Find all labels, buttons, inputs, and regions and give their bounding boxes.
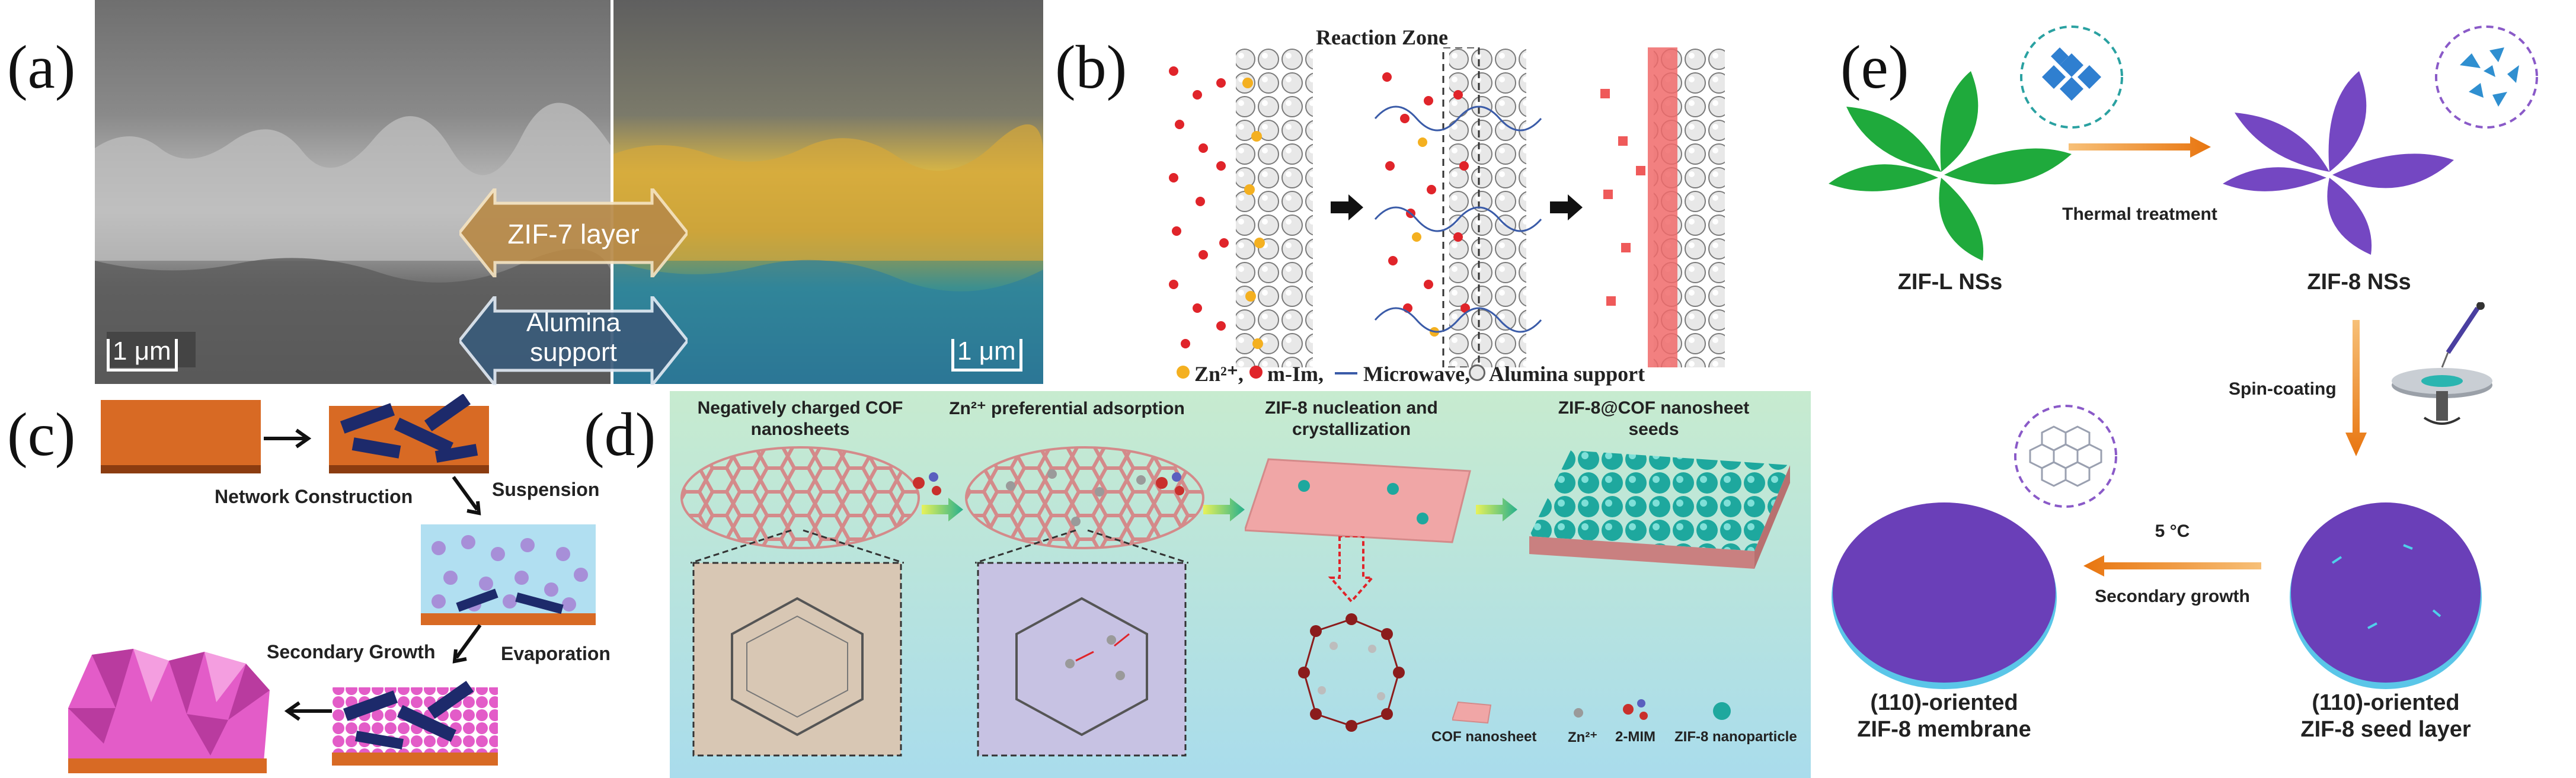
eds-map-right: [613, 0, 1043, 384]
evaporation-label: Evaporation: [501, 643, 611, 664]
zif7-layer-label: ZIF-7 layer: [507, 219, 640, 249]
d-arrow-2: [1203, 498, 1245, 521]
d-arrow-3: [1476, 498, 1517, 521]
membrane-disc: [1832, 502, 2057, 689]
arrow-b2: [1550, 194, 1583, 220]
microwave-legend-text: Microwave,: [1363, 362, 1471, 386]
zn-legend-dot: [1177, 366, 1190, 379]
spin-coater-icon: [2392, 302, 2492, 425]
c-arrow-4: [284, 701, 332, 721]
d-legend-mim-text: 2-MIM: [1615, 729, 1655, 745]
arrow-b1: [1331, 194, 1363, 220]
temp-label: 5 °C: [2155, 521, 2190, 541]
stage-2: [1374, 47, 1542, 367]
d-zif8-cof-seeds: [1529, 450, 1790, 569]
reaction-schematic: [1169, 47, 1725, 367]
d-legend-zif8-text: ZIF-8 nanoparticle: [1674, 729, 1797, 745]
d-legend-zn-text: Zn²⁺: [1568, 729, 1597, 745]
membrane-label-1: (110)-oriented: [1870, 690, 2018, 715]
zif8-zoom-circle: [2435, 25, 2538, 129]
panel-b-label: (b): [1055, 33, 1127, 101]
scalebar-left-text: 1 μm: [113, 337, 171, 366]
c-arrow-1: [264, 428, 312, 449]
scalebar-right-text: 1 μm: [957, 337, 1016, 366]
c-substrate-2: [329, 394, 489, 473]
membrane-zoom-circle: [2014, 405, 2117, 508]
seed-layer-disc: [2290, 502, 2482, 689]
zifl-leaves: [1829, 71, 2072, 261]
seed-label-1: (110)-oriented: [2312, 690, 2460, 715]
alumina-legend-text: Alumina support: [1489, 362, 1645, 386]
thermal-label: Thermal treatment: [2062, 204, 2217, 224]
c-crystal-film: [68, 649, 270, 773]
d-mim-molecule-2: [1156, 472, 1184, 495]
stage-3: [1600, 47, 1725, 367]
zif7-layer-arrow: [459, 188, 688, 277]
spin-arrow: [2345, 320, 2367, 456]
d-step2-title: Zn²⁺ preferential adsorption: [949, 399, 1185, 418]
zif8ns-label: ZIF-8 NSs: [2307, 270, 2411, 294]
panel-a-label: (a): [7, 33, 76, 101]
stage-1: [1169, 47, 1313, 367]
scalebar-right: [951, 339, 1022, 372]
panel-c-label: (c): [7, 401, 76, 469]
d-cof-sheet-2: [965, 446, 1204, 549]
zifl-label: ZIF-L NSs: [1897, 270, 2003, 294]
mim-legend-text: m-Im,: [1267, 362, 1324, 386]
mim-legend-dot: [1249, 366, 1263, 379]
spin-label: Spin-coating: [2229, 379, 2337, 399]
panel-d-label: (d): [584, 401, 656, 469]
alumina-support-arrow: [459, 296, 688, 385]
alumina-legend-dot: [1469, 364, 1485, 381]
c-suspension: [421, 524, 596, 625]
suspension-label: Suspension: [492, 479, 600, 500]
secondary-growth-arrow: [2083, 555, 2261, 577]
zif8-leaves: [2223, 71, 2454, 255]
c-coated-substrate: [332, 681, 498, 766]
seed-label-2: ZIF-8 seed layer: [2300, 717, 2471, 742]
zn-legend-text: Zn²⁺,: [1194, 362, 1244, 386]
d-zif8-zoom: [1298, 536, 1405, 732]
alumina-support-label-1: Alumina: [526, 308, 621, 337]
network-construction-label: Network Construction: [215, 486, 413, 507]
d-step4-title-1: ZIF-8@COF nanosheet: [1558, 398, 1750, 418]
c-arrow-2: [452, 476, 481, 516]
zifl-zoom-circle: [2020, 25, 2123, 129]
c-substrate-1: [101, 400, 261, 473]
d-arrow-1: [922, 498, 963, 521]
secondary-growth-label-c: Secondary Growth: [267, 641, 436, 662]
d-legend-cof-text: COF nanosheet: [1431, 729, 1537, 745]
microwave-legend-line: [1335, 372, 1357, 374]
secondary-growth-label: Secondary growth: [2095, 587, 2250, 606]
d-cof-sheet-3: [1245, 458, 1471, 543]
reaction-zone-label: Reaction Zone: [1316, 25, 1448, 49]
d-legend-cof-icon: [1452, 701, 1492, 724]
d-step1-title-2: nanosheets: [750, 420, 850, 439]
thermal-arrow: [2069, 136, 2211, 158]
d-step4-title-2: seeds: [1628, 420, 1679, 439]
d-cof-sheet-1: [680, 446, 920, 549]
d-zoom-box-1: [691, 529, 904, 757]
c-arrow-3: [452, 624, 482, 664]
d-legend-zif8-dot: [1713, 702, 1731, 720]
membrane-label-2: ZIF-8 membrane: [1857, 717, 2031, 742]
d-step3-title-2: crystallization: [1292, 420, 1411, 439]
d-legend-mim-icon: [1623, 699, 1648, 720]
d-mim-molecule-1: [913, 472, 941, 495]
d-zoom-box-2: [975, 529, 1188, 757]
d-legend-zn-dot: [1574, 708, 1583, 718]
alumina-support-label-2: support: [530, 338, 617, 367]
d-step3-title-1: ZIF-8 nucleation and: [1265, 398, 1438, 418]
panel-e-label: (e): [1840, 33, 1909, 101]
d-step1-title-1: Negatively charged COF: [697, 398, 903, 418]
scalebar-left: [107, 339, 178, 372]
